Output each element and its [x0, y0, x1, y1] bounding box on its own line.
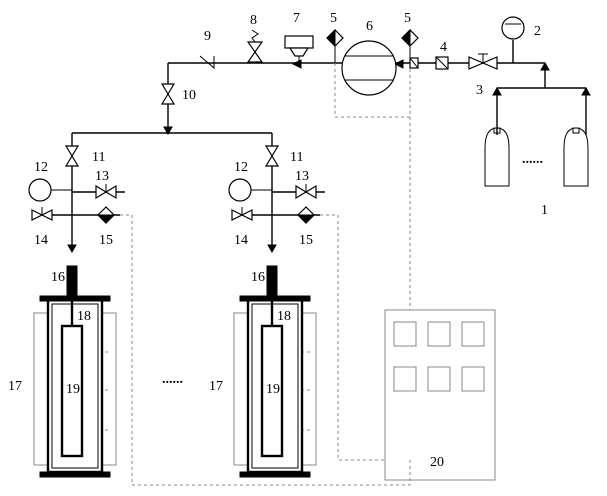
label-gauge-main: 2: [534, 24, 541, 39]
label-heater-b: 17: [209, 379, 223, 394]
label-sensor-a: 15: [99, 233, 113, 248]
label-heater-a: 17: [8, 379, 22, 394]
label-vent-valve-a: 13: [95, 169, 109, 184]
branch-a: 11 12 13 14 15: [28, 145, 117, 248]
check-valve-right: 5: [401, 11, 419, 63]
pump: 6: [341, 19, 397, 96]
label-gas-cylinders: 1: [541, 203, 548, 218]
check-valve-left: 5: [326, 11, 344, 63]
label-gauge-a: 12: [34, 160, 48, 175]
branch-b: 11 12 13 14 15: [228, 145, 317, 248]
vessel-a: 16 18 19 17: [8, 265, 117, 478]
label-cap-a: 18: [77, 309, 91, 324]
flow-arrows: [67, 59, 591, 254]
pressure-gauge-main: 2: [501, 16, 541, 40]
controller: 20: [384, 309, 496, 481]
label-gauge-b: 12: [234, 160, 248, 175]
label-inlet-valve-a: 11: [92, 150, 105, 165]
vessel-ellipsis: ......: [162, 372, 183, 387]
relief-valve: 8: [246, 13, 264, 63]
main-pipeline: [42, 40, 587, 250]
label-bottom-valve-a: 14: [34, 233, 48, 248]
label-sample-b: 19: [266, 382, 280, 397]
label-check-left: 5: [330, 11, 337, 26]
label-controller: 20: [430, 455, 444, 470]
valve-cylinders: 3: [468, 53, 498, 98]
label-rod-a: 16: [51, 270, 65, 285]
label-check-right: 5: [404, 11, 411, 26]
label-main-valve: 10: [182, 88, 196, 103]
main-valve: 10: [160, 83, 196, 105]
label-check-valve-pipe: 9: [204, 29, 211, 44]
label-sample-a: 19: [66, 382, 80, 397]
label-cap-b: 18: [277, 309, 291, 324]
filter: 4: [409, 40, 449, 70]
gas-cylinders: ...... 1: [484, 127, 589, 218]
label-inlet-valve-b: 11: [290, 150, 303, 165]
label-relief-valve: 8: [250, 13, 257, 28]
label-filter: 4: [440, 40, 447, 55]
label-regulator: 7: [293, 11, 300, 26]
label-bottom-valve-b: 14: [234, 233, 248, 248]
label-pump: 6: [366, 19, 373, 34]
label-rod-b: 16: [251, 270, 265, 285]
label-valve-cylinders: 3: [476, 83, 483, 98]
label-vent-valve-b: 13: [295, 169, 309, 184]
cylinder-ellipsis: ......: [522, 152, 543, 167]
label-sensor-b: 15: [299, 233, 313, 248]
vessel-b: 16 18 19 17: [209, 265, 317, 478]
regulator: 7: [284, 11, 314, 63]
check-valve-pipe: 9: [199, 29, 215, 70]
